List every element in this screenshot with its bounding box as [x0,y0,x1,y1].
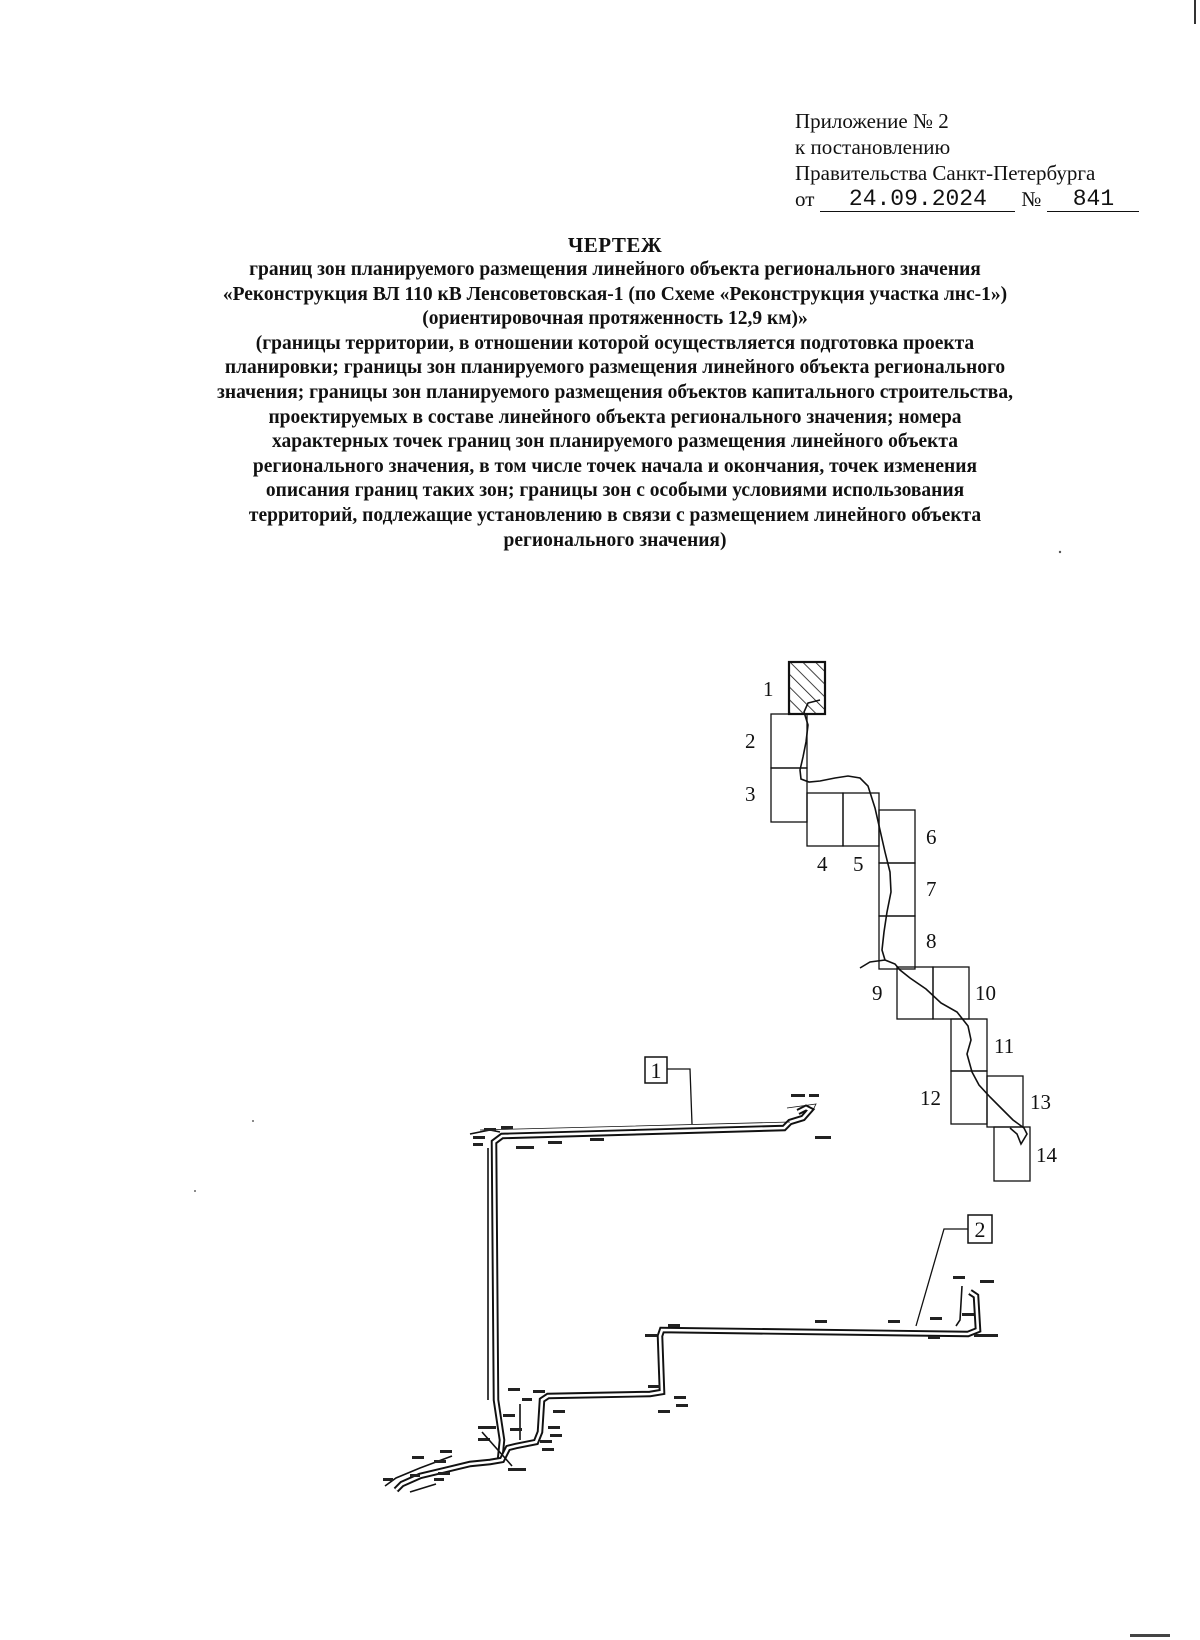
appendix-header: Приложение № 2 к постановлению Правитель… [795,108,1140,212]
title-line-10: описания границ таких зон; границы зон с… [265,480,965,502]
callout-2: 2 [915,1214,993,1327]
title-line-9: регионального значения, в том числе точе… [252,455,978,477]
callout-1: 1 [644,1056,693,1125]
sheet-label-10: 10 [975,981,996,1005]
title-line-7: проектируемых в составе линейного объект… [268,406,962,428]
index-route-line [799,699,1028,1146]
sheet-label-8: 8 [926,929,937,953]
drawing-title-block: ЧЕРТЕЖ границ зон планируемого размещени… [120,232,1110,553]
title-line-5: планировки; границы зон планируемого раз… [224,357,1006,379]
appendix-number: Приложение № 2 [795,109,949,133]
title-line-8: характерных точек границ зон планируемог… [272,431,958,453]
callout-2-box [967,1214,993,1244]
sheet-10-cell [932,966,970,1020]
document-type-heading: ЧЕРТЕЖ [567,233,663,257]
point-annotation-marks [383,1094,998,1481]
sheet-4-cell [806,792,844,847]
title-line-6: значения; границы зон планируемого разме… [217,381,1013,403]
sheet-label-13: 13 [1030,1090,1051,1114]
sheet-index-grid [770,660,1031,1182]
sheet-label-5: 5 [853,852,864,876]
callout-1-box [644,1056,668,1084]
sheet-index-labels: 1 2 3 4 5 6 7 8 9 10 11 12 13 14 [745,677,1058,1167]
scan-specks [194,0,1196,1637]
sheet-label-9: 9 [872,981,883,1005]
sheet-label-1: 1 [763,677,774,701]
sheet-label-2: 2 [745,729,756,753]
route-fragment-lower [384,1285,982,1493]
title-line-2: «Реконструкция ВЛ 110 кВ Ленсоветовская-… [222,283,1008,305]
sheet-label-7: 7 [926,877,937,901]
route-fragment-upper [469,1103,817,1461]
appendix-date-line: от 24.09.2024 № 841 [795,186,1140,212]
callout-1-label: 1 [651,1058,662,1083]
sheet-label-11: 11 [994,1034,1014,1058]
sheet-label-3: 3 [745,782,756,806]
title-line-3: (ориентировочная протяженность 12,9 км)» [422,308,808,330]
sheet-9-cell [896,966,934,1020]
sheet-label-6: 6 [926,825,937,849]
appendix-reference: к постановлению [795,135,951,159]
sheet-7-cell [878,862,916,917]
title-line-1: границ зон планируемого размещения линей… [249,259,981,280]
number-prefix: № [1021,187,1042,211]
decree-number: 841 [1047,187,1140,212]
decree-date: 24.09.2024 [820,187,1016,212]
date-prefix: от [795,187,815,211]
sheet-label-14: 14 [1036,1143,1058,1167]
title-line-4: (границы территории, в отношении которой… [255,332,975,354]
sheet-12-cell [950,1070,988,1125]
sheet-5-cell [842,792,880,847]
sheet-13-cell [986,1075,1024,1128]
title-line-11: территорий, подлежащие установлению в св… [248,504,982,526]
appendix-authority: Правительства Санкт-Петербурга [795,161,1096,185]
sheet-label-12: 12 [920,1086,941,1110]
title-line-12: регионального значения) [503,529,727,551]
callout-2-label: 2 [975,1217,986,1242]
sheet-6-cell [878,809,916,864]
sheet-14-cell [993,1126,1031,1182]
sheet-label-4: 4 [817,852,828,876]
sheet-3-cell [770,767,808,823]
index-route-branch [859,959,886,969]
